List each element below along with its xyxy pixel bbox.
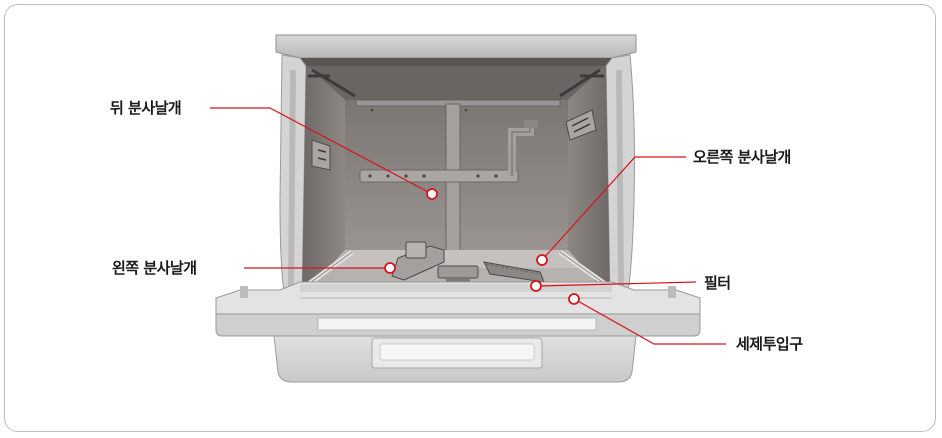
lid xyxy=(275,34,637,66)
ceiling-rails xyxy=(308,68,604,98)
label-rear-spray-arm: 뒤 분사날개 xyxy=(110,99,182,117)
markers xyxy=(384,188,580,305)
leader-line-filter xyxy=(537,281,697,287)
right-wall-brackets xyxy=(565,109,597,141)
marker-left-spray-arm xyxy=(384,262,396,274)
marker-right-spray-arm xyxy=(536,254,548,266)
leader-line-right-spray-arm xyxy=(541,156,686,261)
filter-part xyxy=(437,265,479,284)
floor-rails xyxy=(304,249,610,289)
label-filter: 필터 xyxy=(704,274,731,292)
rear-spray-arm-pipes xyxy=(355,99,561,255)
marker-filter xyxy=(530,280,542,292)
label-detergent-inlet: 세제투입구 xyxy=(736,335,803,353)
marker-rear-spray-arm xyxy=(426,188,438,200)
left-wall-brackets xyxy=(311,139,331,171)
interior-ceiling xyxy=(306,66,606,100)
leader-line-rear-spray-arm xyxy=(210,107,433,195)
marker-detergent-inlet xyxy=(568,293,580,305)
right-outer-wall xyxy=(605,54,635,301)
label-left-spray-arm: 왼쪽 분사날개 xyxy=(112,259,197,277)
left-spray-arm-part xyxy=(391,241,445,281)
label-right-spray-arm: 오른쪽 분사날개 xyxy=(693,148,791,166)
leader-lines xyxy=(210,107,726,345)
interior-left-wall xyxy=(302,66,345,298)
left-outer-wall xyxy=(279,54,307,301)
front-door-tray xyxy=(215,281,701,337)
leader-line-detergent-inlet xyxy=(575,299,726,345)
